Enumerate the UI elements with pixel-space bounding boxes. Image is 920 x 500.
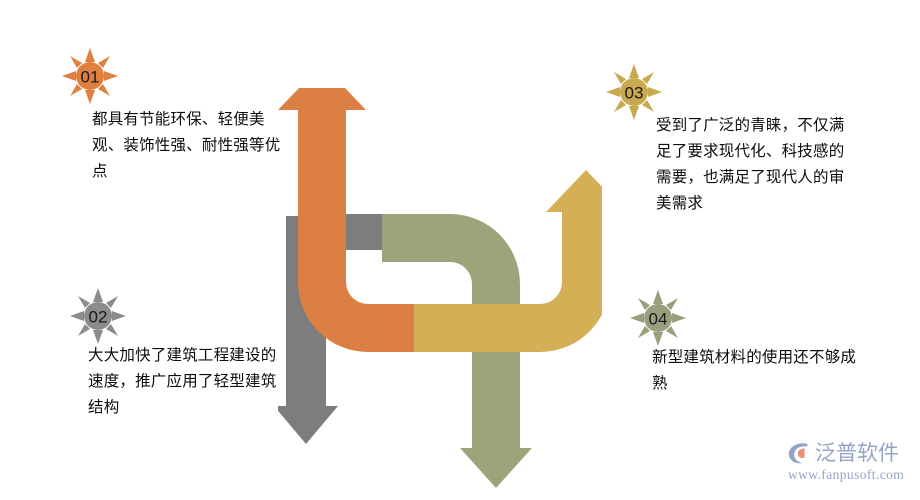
fanpusoft-logo-icon	[788, 443, 808, 464]
badge-03-number: 03	[625, 84, 644, 103]
sunburst-rays	[606, 64, 662, 120]
watermark: 泛普软件 www.fanpusoft.com	[786, 440, 916, 494]
orange-arrow-up	[278, 88, 414, 352]
badge-01-sun-icon: 01	[62, 48, 118, 104]
badge-02-number: 02	[89, 308, 108, 327]
badge-disc	[76, 62, 104, 90]
badge-disc	[644, 304, 672, 332]
badge-04-number: 04	[649, 310, 668, 329]
watermark-url: www.fanpusoft.com	[788, 467, 905, 482]
watermark-brand-row: 泛普软件	[786, 440, 916, 466]
sunburst-rays	[62, 48, 118, 104]
badge-03-sun-icon: 03	[606, 64, 662, 120]
gold-arrow-up	[414, 170, 602, 352]
badge-disc	[84, 302, 112, 330]
item-04-description: 新型建筑材料的使用还不够成熟	[652, 348, 857, 392]
arrow-diagram-overlay	[278, 88, 602, 492]
badge-04-sun-icon: 04	[630, 290, 686, 346]
sunburst-rays	[70, 288, 126, 344]
item-01-description: 都具有节能环保、轻便美观、装饰性强、耐性强等优点	[92, 110, 281, 180]
badge-01-number: 01	[81, 68, 100, 87]
item-02-description: 大大加快了建筑工程建设的速度，推广应用了轻型建筑结构	[88, 346, 277, 416]
watermark-brand-name: 泛普软件	[815, 441, 899, 465]
item-03-description: 受到了广泛的青睐，不仅满足了要求现代化、科技感的需要，也满足了现代人的审美需求	[656, 116, 845, 212]
badge-disc	[620, 78, 648, 106]
sunburst-rays	[630, 290, 686, 346]
badge-02-sun-icon: 02	[70, 288, 126, 344]
